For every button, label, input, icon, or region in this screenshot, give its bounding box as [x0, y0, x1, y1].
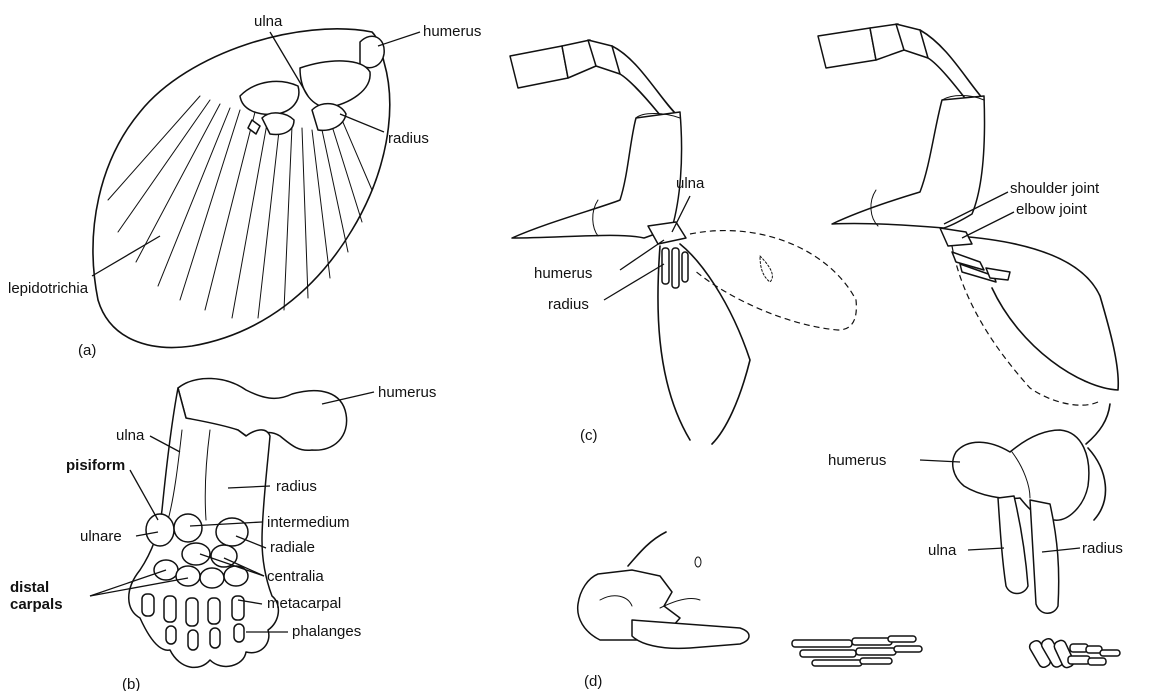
fin-skeleton	[240, 36, 384, 134]
a-label-radius: radius	[388, 130, 429, 147]
a-label-lepidotrichia: lepidotrichia	[8, 280, 89, 297]
a-panel-tag: (a)	[78, 342, 96, 359]
panel-c-left-girdle	[510, 40, 856, 444]
manus-bones	[1028, 637, 1120, 669]
b-label-carpals: carpals	[10, 596, 63, 613]
fin-bones-right	[940, 228, 1010, 282]
c-label-shoulder-joint: shoulder joint	[1010, 180, 1100, 197]
fin-bones-left	[648, 222, 688, 288]
c-radius-leader	[604, 264, 664, 300]
b-label-distal: distal	[10, 579, 49, 596]
c-label-ulna: ulna	[676, 175, 705, 192]
a-radius-leader	[340, 114, 384, 132]
a-humerus-leader	[378, 32, 420, 46]
panel-d-middle-phalanges	[792, 636, 922, 666]
panel-d-left-shoulder	[578, 532, 749, 648]
fin-outline-solid	[680, 244, 750, 444]
b-label-centralia: centralia	[267, 568, 324, 585]
d-panel-tag: (d)	[584, 673, 602, 690]
b-label-phalanges: phalanges	[292, 623, 361, 640]
b-panel-tag: (b)	[122, 676, 140, 691]
c-humerus-leader	[620, 240, 664, 270]
b-label-humerus: humerus	[378, 384, 436, 401]
a-label-humerus: humerus	[423, 23, 481, 40]
b-label-intermedium: intermedium	[267, 514, 350, 531]
c-label-humerus: humerus	[534, 265, 592, 282]
a-lepidotrichia-leader	[92, 236, 160, 276]
b-label-pisiform: pisiform	[66, 457, 125, 474]
panel-a-fish-fin	[93, 29, 390, 348]
b-label-radiale: radiale	[270, 539, 315, 556]
d-label-radius: radius	[1082, 540, 1123, 557]
b-label-ulna: ulna	[116, 427, 145, 444]
d-label-humerus: humerus	[828, 452, 886, 469]
b-label-ulnare: ulnare	[80, 528, 122, 545]
fin-outline-dashed	[690, 231, 856, 330]
a-label-ulna: ulna	[254, 13, 283, 30]
d-ulna-leader	[968, 548, 1004, 550]
c-label-radius: radius	[548, 296, 589, 313]
c-panel-tag: (c)	[580, 427, 598, 444]
c-label-elbow-joint: elbow joint	[1016, 201, 1088, 218]
fin-outline-solid-right	[958, 236, 1118, 390]
b-label-metacarpal: metacarpal	[267, 595, 341, 612]
d-label-ulna: ulna	[928, 542, 957, 559]
panel-d-right-limb	[953, 404, 1120, 669]
b-label-radius: radius	[276, 478, 317, 495]
b-pisiform-leader	[130, 470, 158, 520]
